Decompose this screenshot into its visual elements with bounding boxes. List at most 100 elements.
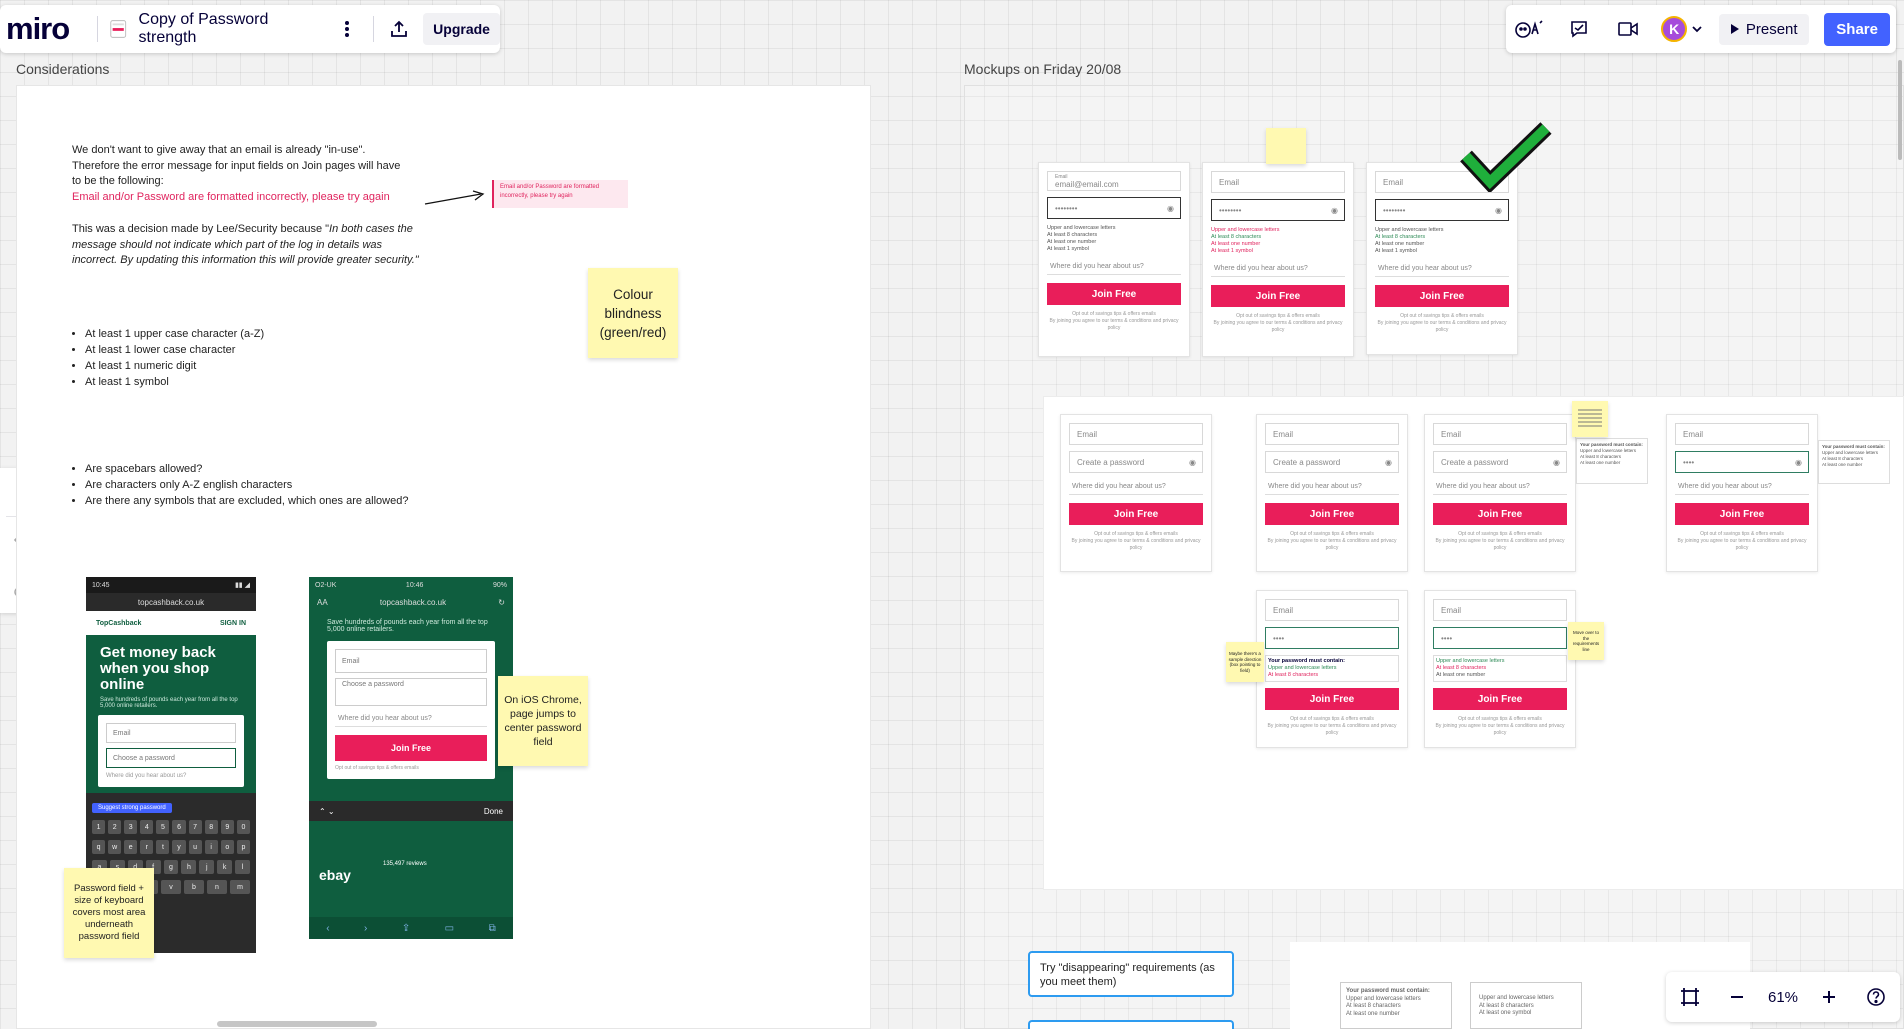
lines-icon	[1578, 409, 1602, 427]
mockup-card-2[interactable]: Email ••••••••◉ Upper and lowercase lett…	[1202, 162, 1354, 357]
requirements-tooltip[interactable]: Your password must contain: Upper and lo…	[1818, 440, 1890, 484]
upgrade-button[interactable]: Upgrade	[423, 13, 500, 45]
sticky-note-sample-direction[interactable]: Maybe there's a sample direction (box po…	[1226, 642, 1264, 682]
arrow-icon[interactable]	[423, 190, 489, 206]
sticky-note-colour-blindness[interactable]: Colour blindness (green/red)	[588, 268, 678, 358]
join-button: Join Free	[1265, 688, 1399, 710]
suggest-chip: Suggest strong password	[92, 803, 172, 813]
frame-title-considerations[interactable]: Considerations	[16, 61, 110, 77]
requirements-tooltip[interactable]: Your password must contain: Upper and lo…	[1576, 438, 1648, 484]
join-button: Join Free	[1433, 503, 1567, 525]
key: w	[108, 840, 122, 854]
help-button[interactable]	[1859, 980, 1893, 1014]
optout-text: Opt out of savings tips & offers emails	[1700, 531, 1784, 537]
sticky-note-keyboard[interactable]: Password field + size of keyboard covers…	[64, 868, 154, 958]
optout-text: Opt out of savings tips & offers emails	[1290, 531, 1374, 537]
present-button[interactable]: Present	[1718, 13, 1809, 45]
zoom-in-button[interactable]	[1812, 980, 1846, 1014]
mockup-card-3[interactable]: Email ••••••••◉ Upper and lowercase lett…	[1366, 162, 1518, 355]
share-button[interactable]: Share	[1824, 12, 1890, 46]
zoom-level[interactable]: 61%	[1767, 988, 1799, 1006]
zoom-controls: 61%	[1666, 972, 1900, 1022]
sticky-note-lines[interactable]	[1572, 401, 1608, 437]
error-box[interactable]: Email and/or Password are formatted inco…	[492, 180, 628, 208]
site-header: TopCashback SIGN IN	[86, 611, 256, 635]
optout-text: Opt out of savings tips & offers emails	[1458, 716, 1542, 722]
avatar[interactable]: K	[1661, 16, 1688, 42]
mockup-card-6[interactable]: Email Create a password◉ Where did you h…	[1424, 414, 1576, 572]
key: b	[184, 880, 204, 894]
hear-select: Where did you hear about us?	[1047, 259, 1181, 275]
mockup-card-8[interactable]: Email •••• Your password must contain:Up…	[1256, 590, 1408, 748]
more-menu-icon[interactable]	[331, 12, 363, 46]
hear-select: Where did you hear about us?	[335, 711, 487, 727]
error-box-line: incorrectly, please try again	[500, 193, 573, 199]
user-menu[interactable]: K	[1661, 16, 1703, 42]
key: j	[199, 860, 215, 874]
mockup-card-4[interactable]: Email Create a password◉ Where did you h…	[1060, 414, 1212, 572]
decision-text[interactable]: This was a decision made by Lee/Security…	[72, 222, 472, 269]
decision-italic: incorrect. By updating this information …	[72, 254, 419, 266]
email-field: Email	[1433, 423, 1567, 445]
comments-icon[interactable]	[1562, 12, 1596, 46]
eye-icon: ◉	[1331, 205, 1338, 215]
requirement-item: At least 8 characters	[1822, 456, 1864, 461]
hear-select: Where did you hear about us?	[1433, 479, 1567, 495]
export-icon[interactable]	[384, 12, 416, 46]
hero-title: Get money back when you shop online	[100, 644, 216, 693]
zoom-out-button[interactable]	[1720, 980, 1754, 1014]
fit-to-screen-button[interactable]	[1673, 980, 1707, 1014]
sticky-note-move-over[interactable]: Move over to the requirements line	[1568, 622, 1604, 660]
board-title[interactable]: Copy of Password strength	[138, 11, 269, 46]
frame-title-mockups[interactable]: Mockups on Friday 20/08	[964, 61, 1122, 77]
join-button: Join Free	[1265, 503, 1399, 525]
requirements-popup: Your password must contain:Upper and low…	[1265, 655, 1399, 682]
intro-text[interactable]: We don't want to give away that an email…	[72, 143, 472, 205]
sticky-note-small[interactable]	[1266, 128, 1306, 164]
safari-toolbar: ‹›⇪▭⧉	[309, 917, 513, 939]
password-field: ••••	[1433, 627, 1567, 649]
key: 7	[188, 820, 202, 834]
sticky-note-ios[interactable]: On iOS Chrome, page jumps to center pass…	[498, 676, 588, 766]
eye-icon: ◉	[1553, 457, 1560, 467]
reactions-icon[interactable]	[1512, 12, 1546, 46]
key: v	[161, 880, 181, 894]
key: 4	[140, 820, 154, 834]
questions-list[interactable]: Are spacebars allowed? Are characters on…	[57, 461, 408, 509]
email-field: Email	[1069, 423, 1203, 445]
requirements-preview: Your password must contain: Upper and lo…	[1340, 982, 1452, 1029]
password-placeholder: Create a password	[1077, 457, 1145, 467]
join-button: Join Free	[1047, 283, 1181, 305]
hear-select: Where did you hear about us?	[1069, 479, 1203, 495]
req-title: Your password must contain:	[1346, 988, 1430, 994]
collab-toolbar: K Present Share	[1506, 5, 1896, 53]
optout-text: Opt out of savings tips & offers emails	[1400, 313, 1484, 319]
requirements-list[interactable]: At least 1 upper case character (a-Z) At…	[57, 326, 264, 390]
requirement-item: Upper and lowercase letters	[1268, 665, 1337, 671]
mockup-card-5[interactable]: Email Create a password◉ Where did you h…	[1256, 414, 1408, 572]
requirement-item: Upper and lowercase letters	[1822, 450, 1879, 455]
mockup-card-7[interactable]: Email ••••◉ Where did you hear about us?…	[1666, 414, 1818, 572]
ios-screenshot[interactable]: O2-UK 10:46 90% AA topcashback.co.uk ↻ S…	[309, 577, 513, 939]
video-call-icon[interactable]	[1611, 12, 1645, 46]
key: y	[172, 840, 186, 854]
terms-text: By joining you agree to our terms & cond…	[1435, 723, 1565, 736]
reviews-text: 135,497 reviews	[383, 861, 427, 867]
requirement-item: At least one number	[1346, 1010, 1400, 1017]
idea-callout[interactable]: Try "disappearing" requirements (as you …	[1028, 951, 1234, 997]
password-field: Choose a password	[335, 678, 487, 706]
hear-select: Where did you hear about us?	[1265, 479, 1399, 495]
horizontal-scrollbar[interactable]	[217, 1021, 377, 1027]
key: 6	[172, 820, 186, 834]
checkmark-icon[interactable]	[1460, 122, 1552, 192]
callout-partial[interactable]	[1028, 1020, 1234, 1029]
vertical-scrollbar[interactable]	[1898, 60, 1902, 160]
miro-logo[interactable]: miro	[6, 11, 70, 46]
url-text: topcashback.co.uk	[379, 597, 447, 607]
key: 0	[236, 820, 250, 834]
considerations-frame[interactable]: We don't want to give away that an email…	[16, 85, 871, 1029]
key: 1	[92, 820, 106, 834]
signup-card: Email Choose a password Where did you he…	[98, 715, 244, 787]
